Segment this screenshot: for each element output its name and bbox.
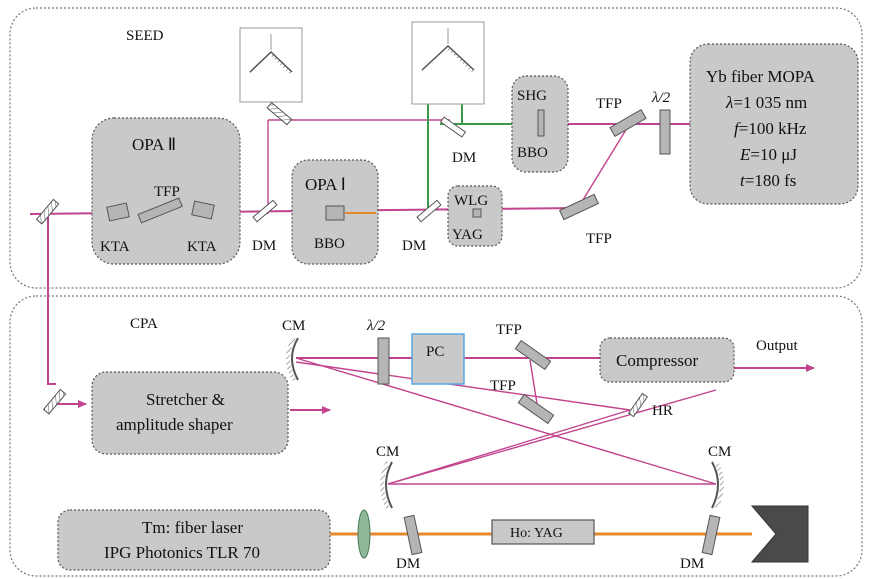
stretcher-line2: amplitude shaper <box>116 415 233 434</box>
opa2-box <box>91 117 241 265</box>
compressor-box <box>599 337 735 383</box>
mopa-lambda: λ=1 035 nm <box>725 93 807 112</box>
cm-right-hatch <box>714 461 724 509</box>
half-wave-plate-cpa <box>377 337 390 385</box>
cm-right-label: CM <box>708 444 731 460</box>
kta-crystal-right <box>191 200 215 220</box>
dm-top-mirror <box>439 116 467 138</box>
hr-label: HR <box>652 403 673 419</box>
dm-left-plate <box>403 514 423 556</box>
beam-tfp-diagonal <box>577 119 633 209</box>
dm-right-label: DM <box>680 556 704 572</box>
beam-dump <box>750 505 809 563</box>
bbo-crystal-shg <box>537 109 545 137</box>
yag-label: YAG <box>452 227 483 243</box>
kta-left-label: KTA <box>100 239 130 255</box>
wlg-label: WLG <box>454 193 488 209</box>
cm-top-mirror <box>291 337 299 381</box>
dm-opa1-mirror <box>416 199 442 223</box>
ho-yag-crystal <box>491 519 595 545</box>
tfp-lower-plate <box>517 393 555 425</box>
tfp-bottom-label: TFP <box>586 231 612 247</box>
beam-cross-hr <box>295 361 631 411</box>
mopa-duration: t=180 fs <box>740 171 796 190</box>
ho-yag-label: Ho: YAG <box>510 526 563 541</box>
cm-top-label: CM <box>282 318 305 334</box>
dm-opa2-mirror <box>252 199 278 223</box>
bbo-crystal-opa1 <box>325 205 345 221</box>
tm-fiber-laser-box <box>57 509 331 571</box>
retro-reflector-left <box>239 27 303 103</box>
lens <box>357 509 371 559</box>
cm-left-label: CM <box>376 444 399 460</box>
beam-cross-1 <box>295 357 717 485</box>
hr-mirror-hatch <box>628 393 648 417</box>
tfp-top-plate <box>609 108 647 138</box>
kta-right-label: KTA <box>187 239 217 255</box>
dm-top-label: DM <box>452 150 476 166</box>
beam-tfp-link <box>529 359 539 411</box>
retro-reflector-right <box>411 21 485 105</box>
half-wave-plate-seed <box>659 109 671 155</box>
fold-mirror-seed-hatch <box>267 102 292 125</box>
mopa-rep-rate: f=100 kHz <box>734 119 807 138</box>
mopa-title: Yb fiber MOPA <box>706 67 816 86</box>
bbo-shg-label: BBO <box>517 145 548 161</box>
tfp-lower-label: TFP <box>490 378 516 394</box>
half-wave-cpa-label: λ/2 <box>366 318 386 334</box>
mopa-energy: E=10 μJ <box>739 145 797 164</box>
tm-line2: IPG Photonics TLR 70 <box>104 543 260 562</box>
opa2-tfp-label: TFP <box>154 184 180 200</box>
opa1-label: OPA Ⅰ <box>305 175 346 194</box>
seed-section-label: SEED <box>126 28 164 44</box>
pockels-cell <box>411 333 465 385</box>
cm-left-mirror <box>385 461 393 509</box>
stretcher-line1: Stretcher & <box>146 390 225 409</box>
dm-opa2-label: DM <box>252 238 276 254</box>
kta-crystal-left <box>106 202 130 222</box>
output-label: Output <box>756 338 799 354</box>
cm-left-hatch <box>380 461 390 509</box>
tfp-plate-opa2 <box>137 197 183 224</box>
fold-mirror-cpa-hatch <box>43 389 66 414</box>
bbo-opa1-label: BBO <box>314 236 345 252</box>
mopa-box <box>689 43 859 205</box>
cm-top-hatch <box>286 336 296 381</box>
cm-right-mirror <box>711 461 719 509</box>
beam-seed-to-cpa <box>47 214 56 385</box>
dm-right-plate <box>701 514 721 556</box>
beam-cross-2 <box>387 409 631 485</box>
opa2-label: OPA Ⅱ <box>132 135 176 154</box>
tfp-upper-plate <box>514 339 552 371</box>
pockels-cell-label: PC <box>426 344 444 360</box>
half-wave-seed-label: λ/2 <box>651 90 671 106</box>
dm-opa1-label: DM <box>402 238 426 254</box>
yag-crystal <box>472 208 482 218</box>
tfp-top-label: TFP <box>596 96 622 112</box>
stretcher-box <box>91 371 289 455</box>
cpa-section <box>9 295 863 577</box>
tfp-upper-label: TFP <box>496 322 522 338</box>
dm-left-label: DM <box>396 556 420 572</box>
beam-cross-3 <box>387 389 717 485</box>
seed-section <box>9 7 863 289</box>
shg-label: SHG <box>517 88 547 104</box>
tfp-bottom-plate <box>559 193 599 221</box>
fold-mirror-left-hatch <box>36 199 59 224</box>
compressor-label: Compressor <box>616 351 699 370</box>
tm-line1: Tm: fiber laser <box>142 518 243 537</box>
cpa-section-label: CPA <box>130 316 158 332</box>
